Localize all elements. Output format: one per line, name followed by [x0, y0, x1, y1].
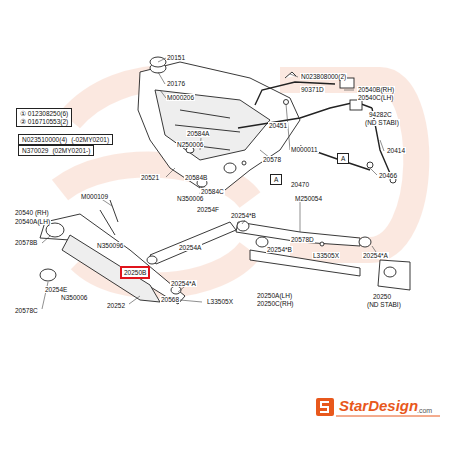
callout-number: 20254F [196, 206, 220, 213]
callout-number: 20254*A [362, 252, 389, 259]
callout-number: L33505X [312, 252, 340, 259]
callout-number: 20521 [140, 174, 160, 181]
callout-number: 20578 [262, 156, 282, 163]
logo-text: .com [416, 407, 433, 414]
callout-number: 90371D [300, 86, 325, 93]
callout-number: 20451 [268, 122, 288, 129]
callout-number: M000206 [166, 94, 195, 101]
node-text: N023510000(4) [22, 136, 67, 143]
callout-number: 20254*B [266, 246, 293, 253]
callout-number: 20254*A [170, 280, 197, 287]
callout-number: 20540C(LH) [357, 94, 394, 101]
callout-number: 20151 [166, 54, 186, 61]
callout-number: 20568 [160, 296, 180, 303]
callout-number: 20540B(RH) [357, 86, 395, 93]
callout-number: M000011 [290, 146, 319, 153]
crossmember [138, 57, 300, 190]
stardesign-logo-icon [316, 398, 440, 416]
note-box: N370029 (02MY0201-) [18, 145, 94, 156]
reference-box: A [337, 153, 349, 164]
callout-number: 20254*B [230, 212, 257, 219]
callout-number: (ND STABI) [364, 119, 400, 126]
callout-number: 20578C [14, 307, 39, 314]
callout-number: 20470 [290, 181, 310, 188]
callout-number: 20584A [186, 130, 210, 137]
callout-number: 20584C [200, 188, 225, 195]
callout-number: 20250 [372, 293, 392, 300]
callout-number: 20254A [178, 244, 202, 251]
callout-number: 20584B [184, 174, 208, 181]
stabilizer-parts [284, 72, 397, 183]
node-text: (-02MY0201) [71, 136, 109, 143]
callout-number: (ND STABI) [366, 301, 402, 308]
callout-number: 20578D [290, 236, 315, 243]
node-text: ② 016710553(2) [20, 118, 68, 125]
callout-number: 20252 [106, 302, 126, 309]
reference-box: A [270, 174, 282, 185]
highlighted-part-number: 20250B [120, 266, 150, 279]
callout-number: 20250A(LH) [256, 292, 293, 299]
callout-number: N350006 [60, 294, 88, 301]
callout-number: M250054 [294, 195, 323, 202]
callout-number: 94282C [368, 111, 393, 118]
note-box: N023510000(4) (-02MY0201) [18, 134, 113, 145]
callout-number: 20414 [386, 147, 406, 154]
node-text: N370029 [22, 147, 48, 154]
node-text: A [341, 155, 345, 162]
callout-number: 20176 [166, 80, 186, 87]
logo-text: StarDesign [338, 398, 419, 414]
callout-number: N350096 [96, 242, 124, 249]
callout-number: N250006 [176, 141, 204, 148]
node-text: (02MY0201-) [52, 147, 90, 154]
node-text: 20250B [124, 269, 146, 276]
callout-number: 20250C(RH) [256, 300, 295, 307]
callout-number: 20540 (RH) [14, 209, 50, 216]
node-text: ① 012308250(6) [20, 110, 68, 117]
callout-number: L33505X [206, 298, 234, 305]
callout-number: 20578B [14, 239, 38, 246]
callout-number: 20540A(LH) [14, 218, 51, 225]
callout-number: N023808000(2) [300, 73, 347, 80]
callout-number: 20466 [378, 172, 398, 179]
note-box: ① 012308250(6)② 016710553(2) [16, 108, 72, 127]
leader-lines [42, 57, 384, 309]
callout-number: 20254E [44, 286, 68, 293]
callout-number: M000109 [80, 193, 109, 200]
lateral-links [147, 221, 410, 290]
callout-number: N350006 [176, 195, 204, 202]
node-text: A [274, 176, 278, 183]
